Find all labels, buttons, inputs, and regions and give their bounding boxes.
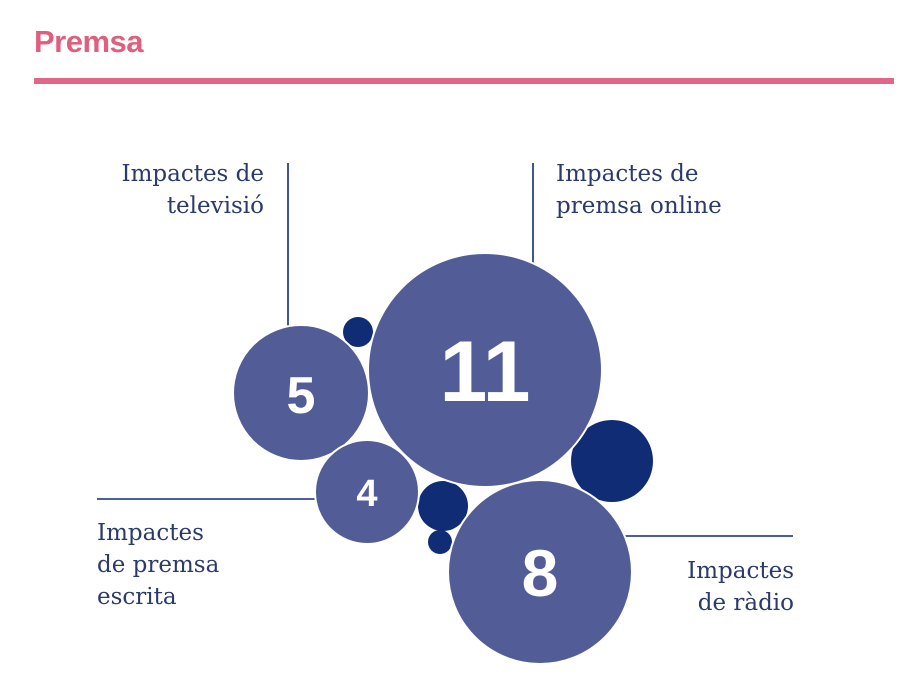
label-television: Impactes de televisió bbox=[121, 161, 264, 219]
bubble-print-press-value: 4 bbox=[356, 473, 377, 515]
bubble-online-press bbox=[367, 252, 603, 488]
bubble-print-press bbox=[314, 439, 420, 545]
decor-bubble-small-top bbox=[343, 317, 373, 347]
leader-lines bbox=[97, 163, 793, 537]
decor-bubble-small-bottom bbox=[428, 530, 452, 554]
decorative-bubbles bbox=[343, 317, 653, 554]
label-print-press: Impactes de premsa escrita bbox=[97, 520, 220, 610]
bubble-radio bbox=[447, 479, 633, 665]
decor-bubble-large-right bbox=[571, 420, 653, 502]
bubble-online-press-value: 11 bbox=[440, 324, 531, 420]
label-online-press: Impactes de premsa online bbox=[556, 161, 722, 219]
page-title: Premsa bbox=[34, 24, 144, 59]
title-divider bbox=[34, 78, 894, 84]
bubble-television-value: 5 bbox=[287, 367, 316, 425]
bubble-television bbox=[232, 324, 370, 462]
bubble-radio-value: 8 bbox=[522, 536, 559, 610]
label-radio: Impactes de ràdio bbox=[687, 558, 794, 616]
value-bubbles: 5 11 4 8 bbox=[232, 252, 633, 665]
decor-bubble-medium-middle bbox=[418, 481, 468, 531]
